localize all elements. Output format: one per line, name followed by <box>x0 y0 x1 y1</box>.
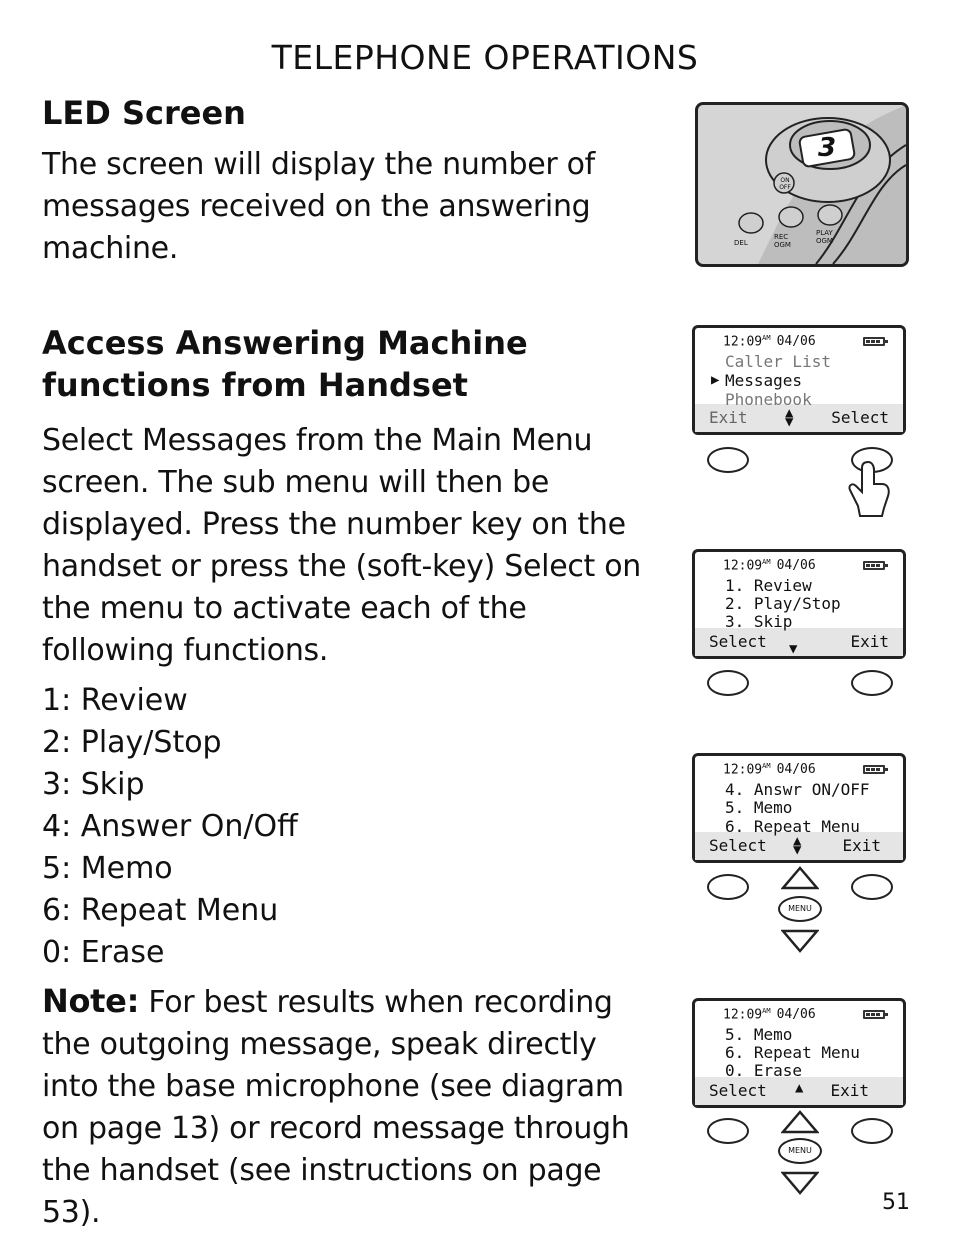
down-arrow-key-icon[interactable] <box>781 929 819 953</box>
function-item: 5: Memo <box>42 851 173 886</box>
time: 12:09 <box>723 334 763 350</box>
menu-line: 1. Review <box>725 576 812 595</box>
date: 04/06 <box>776 334 816 350</box>
function-item: 3: Skip <box>42 767 145 802</box>
right-soft-label: Exit <box>830 1081 869 1100</box>
access-description: Select Messages from the Main Menu scree… <box>42 423 642 668</box>
up-down-scroll-icon: ▲▼ <box>793 833 802 858</box>
note-label: Note: <box>42 982 140 1020</box>
note-text: For best results when recording the outg… <box>42 985 630 1230</box>
down-arrow-key-icon[interactable] <box>781 1171 819 1195</box>
function-item: 0: Erase <box>42 935 165 970</box>
down-scroll-icon: ▼ <box>789 641 798 657</box>
led-screen-description: The screen will display the number of me… <box>42 147 595 266</box>
battery-icon <box>863 1010 888 1019</box>
play-label: PLAY <box>816 229 833 237</box>
right-soft-key[interactable] <box>851 1118 893 1144</box>
status-line: 12:09AM 04/06 <box>723 762 816 777</box>
function-item: 1: Review <box>42 683 188 718</box>
menu-line: Phonebook <box>725 390 812 409</box>
left-soft-label: Select <box>709 836 767 855</box>
led-screen-heading: LED Screen <box>42 94 246 132</box>
del-label: DEL <box>734 239 748 247</box>
up-down-scroll-icon: ▲▼ <box>785 405 794 430</box>
base-display-digit: 3 <box>818 133 837 163</box>
status-line: 12:09AM 04/06 <box>723 558 816 573</box>
page-number: 51 <box>882 1190 910 1215</box>
up-arrow-key-icon[interactable] <box>781 1110 819 1134</box>
menu-line: Caller List <box>725 352 831 371</box>
access-heading-line1: Access Answering Machine <box>42 324 528 362</box>
right-soft-key[interactable] <box>851 670 893 696</box>
date: 04/06 <box>776 762 816 778</box>
menu-line: 6. Repeat Menu <box>725 1043 860 1062</box>
am-indicator: AM <box>762 334 771 342</box>
time: 12:09 <box>723 762 763 778</box>
menu-line: 0. Erase <box>725 1061 803 1080</box>
left-soft-label: Select <box>709 632 767 651</box>
menu-button[interactable]: MENU <box>778 896 822 922</box>
messages-submenu-screen-2: 12:09AM 04/06 4. Answr ON/OFF 5. Memo 6. … <box>692 753 906 863</box>
function-item: 4: Answer On/Off <box>42 809 298 844</box>
soft-key-bar <box>695 628 903 656</box>
play-sub-label: OGM <box>816 237 833 245</box>
right-soft-label: Exit <box>850 632 889 651</box>
left-soft-key[interactable] <box>707 1118 749 1144</box>
right-soft-label: Select <box>831 408 889 427</box>
right-soft-key[interactable] <box>851 874 893 900</box>
left-soft-label: Select <box>709 1081 767 1100</box>
menu-line: 5. Memo <box>725 1025 793 1044</box>
messages-submenu-screen-3: 12:09AM 04/06 5. Memo 6. Repeat Menu 0. E… <box>692 998 906 1108</box>
menu-line: 2. Play/Stop <box>725 594 841 613</box>
left-soft-key[interactable] <box>707 670 749 696</box>
soft-key-bar <box>695 1077 903 1105</box>
selection-cursor-icon: ▶ <box>711 372 720 388</box>
time: 12:09 <box>723 558 763 574</box>
status-line: 12:09AM 04/06 <box>723 1007 816 1022</box>
am-indicator: AM <box>762 762 771 770</box>
access-heading-line2: functions from Handset <box>42 366 468 404</box>
right-soft-label: Exit <box>842 836 881 855</box>
date: 04/06 <box>776 558 816 574</box>
function-item: 2: Play/Stop <box>42 725 222 760</box>
menu-line: 6. Repeat Menu <box>725 817 860 836</box>
left-soft-key[interactable] <box>707 447 749 473</box>
up-scroll-icon: ▲ <box>795 1080 804 1096</box>
on-off-label: ON OFF <box>779 177 791 191</box>
menu-button[interactable]: MENU <box>778 1138 822 1164</box>
rec-label: REC <box>774 233 789 241</box>
battery-icon <box>863 765 888 774</box>
date: 04/06 <box>776 1007 816 1023</box>
am-indicator: AM <box>762 558 771 566</box>
battery-icon <box>863 561 888 570</box>
rec-sub-label: OGM <box>774 241 791 249</box>
note-paragraph: Note: For best results when recording th… <box>42 980 652 1234</box>
menu-line: 5. Memo <box>725 798 793 817</box>
am-indicator: AM <box>762 1007 771 1015</box>
text-column: LED Screen The screen will display the n… <box>42 92 652 1234</box>
left-soft-key[interactable] <box>707 874 749 900</box>
battery-icon <box>863 337 888 346</box>
menu-line: 4. Answr ON/OFF <box>725 780 870 799</box>
soft-key-bar <box>695 404 903 432</box>
access-heading: Access Answering Machine functions from … <box>42 322 652 406</box>
menu-line-selected: Messages <box>725 371 803 390</box>
status-line: 12:09AM 04/06 <box>723 334 816 349</box>
function-item: 6: Repeat Menu <box>42 893 279 928</box>
time: 12:09 <box>723 1007 763 1023</box>
messages-submenu-screen-1: 12:09AM 04/06 1. Review 2. Play/Stop 3. S… <box>692 549 906 659</box>
left-soft-label: Exit <box>709 408 748 427</box>
soft-key-bar <box>695 832 903 860</box>
up-arrow-key-icon[interactable] <box>781 866 819 890</box>
function-list: 1: Review 2: Play/Stop 3: Skip 4: Answer… <box>42 680 652 974</box>
base-unit-drawing <box>738 105 906 264</box>
menu-line: 3. Skip <box>725 612 793 631</box>
main-menu-screen: 12:09AM 04/06 Caller List ▶ Messages Phon… <box>692 325 906 435</box>
page-header: TELEPHONE OPERATIONS <box>271 38 699 77</box>
pointing-hand-icon <box>848 460 890 517</box>
